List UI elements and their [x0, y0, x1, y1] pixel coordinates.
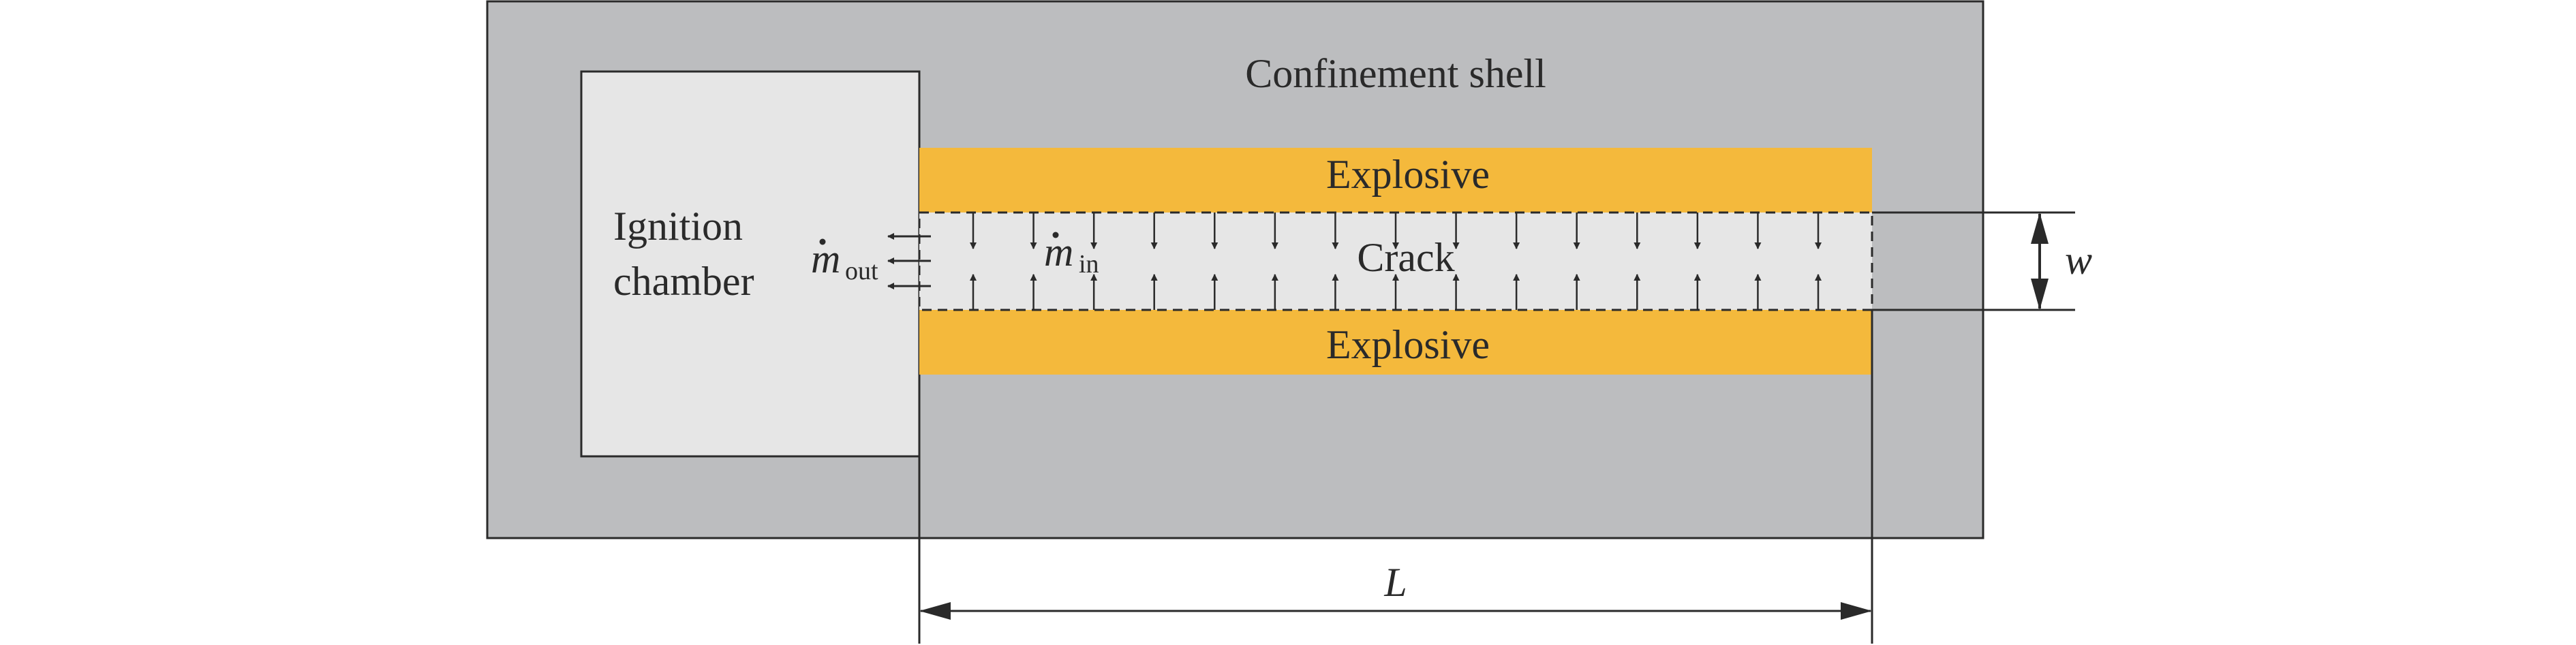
chamber-label-line2: chamber	[613, 259, 754, 304]
m-out-symbol: m	[811, 236, 840, 281]
m-in-symbol: m	[1044, 230, 1073, 274]
explosive-bottom-label: Explosive	[1326, 322, 1490, 367]
shell-label: Confinement shell	[1245, 51, 1546, 96]
chamber-label-line1: Ignition	[613, 204, 743, 249]
length-label: L	[1383, 560, 1407, 605]
crack-label: Crack	[1357, 235, 1454, 280]
explosive-top-layer	[919, 148, 1872, 213]
mass-inflow-label: m in	[1044, 230, 1099, 279]
ignition-chamber	[580, 70, 921, 458]
length-dimension	[918, 310, 1873, 644]
m-in-subscript: in	[1079, 250, 1099, 279]
explosive-top-label: Explosive	[1326, 152, 1490, 197]
mass-outflow-arrows	[887, 233, 931, 289]
m-out-dot	[819, 238, 826, 245]
mass-inflow-arrows	[970, 213, 1822, 310]
m-in-dot	[1052, 232, 1059, 238]
m-out-subscript: out	[845, 257, 878, 285]
explosive-bottom-layer	[919, 310, 1872, 375]
width-dimension	[1872, 211, 2075, 311]
width-label: w	[2065, 238, 2092, 283]
mass-outflow-label: m out	[811, 236, 878, 285]
